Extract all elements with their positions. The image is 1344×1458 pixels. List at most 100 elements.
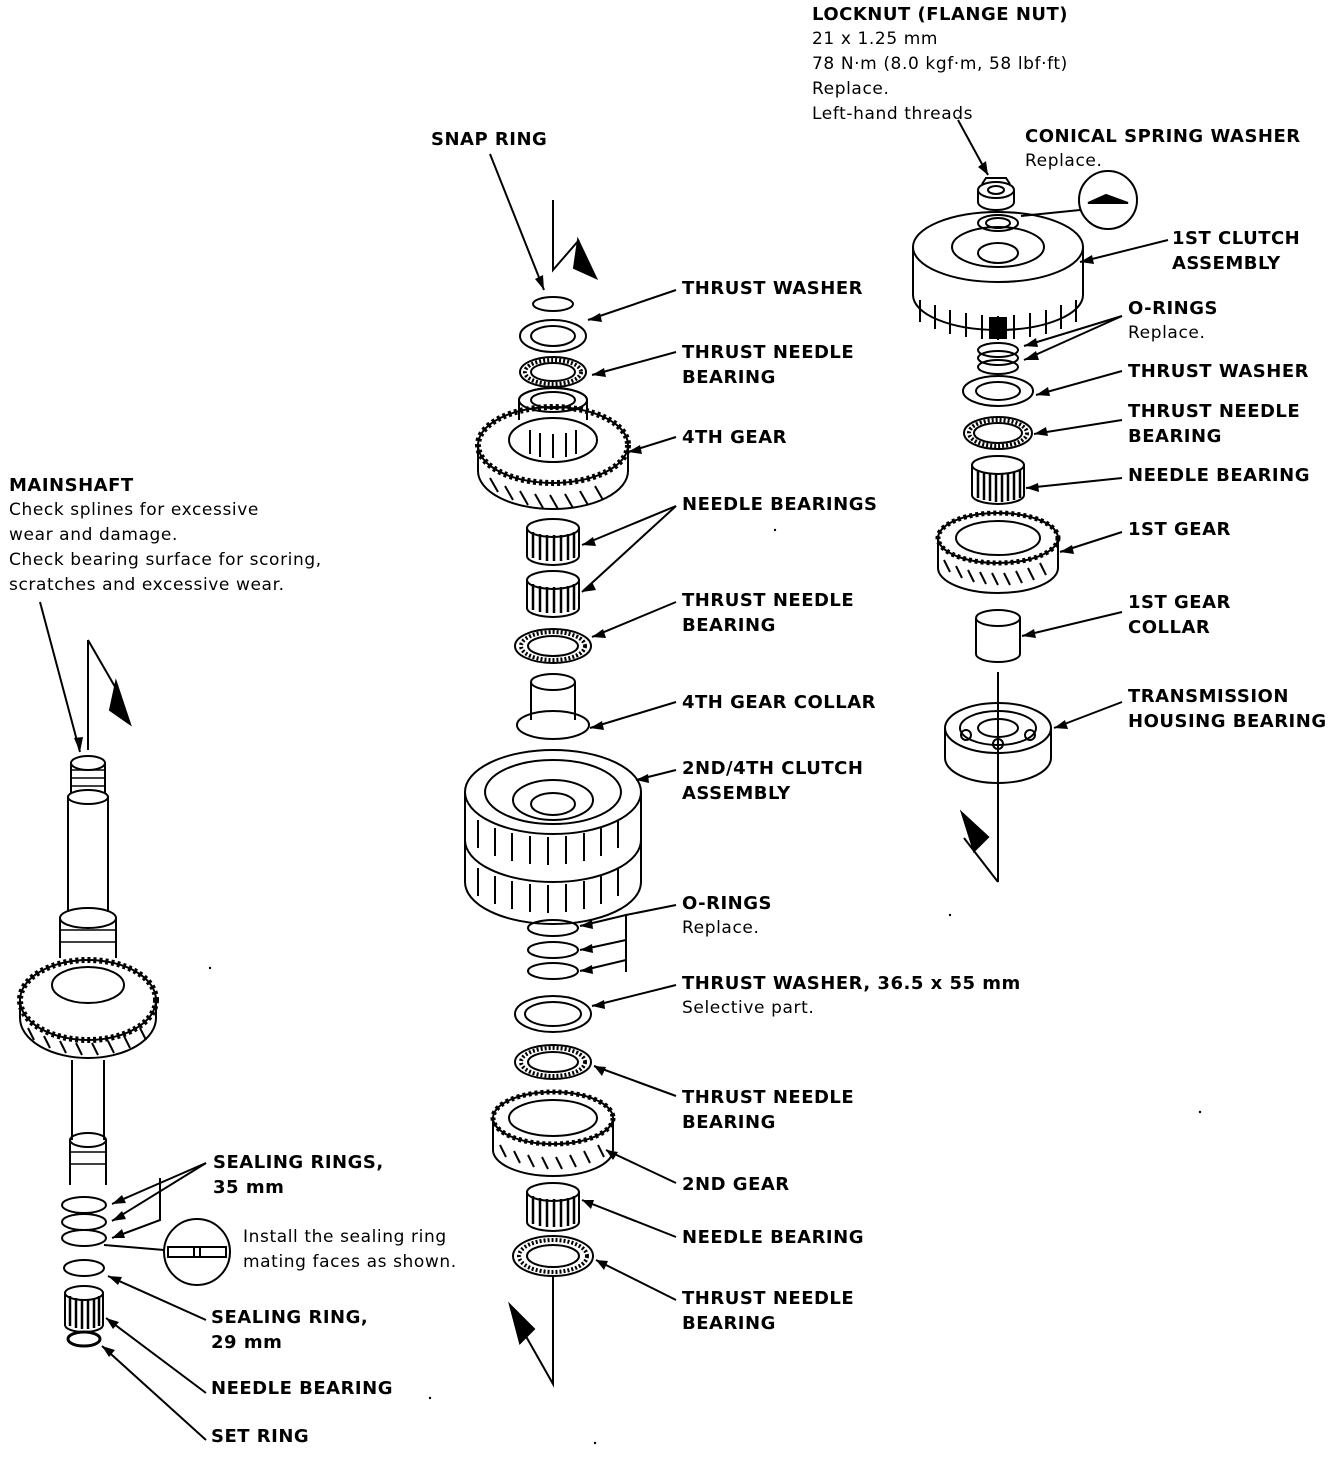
set-ring-title: SET RING: [211, 1426, 310, 1447]
needle-bearing-right-part: [971, 455, 1025, 505]
orings-mid-label: O-RINGS Replace.: [682, 891, 772, 941]
set-ring-label: SET RING: [211, 1424, 309, 1449]
tnb-right-label: THRUST NEEDLE BEARING: [1128, 399, 1300, 449]
conical-washer-part: [977, 170, 1138, 232]
mainshaft-title: MAINSHAFT: [9, 475, 134, 496]
tnb-mid1-part: [519, 356, 587, 388]
tnb-mid3-label: THRUST NEEDLE BEARING: [682, 1085, 854, 1135]
mainshaft-label: MAINSHAFT Check splines for excessive we…: [9, 473, 322, 598]
first-gear-collar-label: 1ST GEAR COLLAR: [1128, 590, 1231, 640]
first-gear-title: 1ST GEAR: [1128, 519, 1231, 540]
snap-ring-title: SNAP RING: [431, 129, 548, 150]
tnb-right-l1: THRUST NEEDLE: [1128, 401, 1301, 422]
second-gear-part: [490, 1089, 616, 1177]
locknut-title: LOCKNUT (FLANGE NUT): [812, 4, 1069, 25]
locknut-size: 21 x 1.25 mm: [812, 29, 939, 49]
first-gear-part: [935, 510, 1061, 594]
mainshaft-note-2: wear and damage.: [9, 525, 178, 545]
install-note-l1: Install the sealing ring: [243, 1227, 447, 1247]
needle-bearings-mid-part: [526, 518, 580, 618]
fourth-gear-title: 4TH GEAR: [682, 427, 787, 448]
clutch-24-l2: ASSEMBLY: [682, 783, 791, 804]
needle-bearing-mid-label: NEEDLE BEARING: [682, 1225, 864, 1250]
locknut-label: LOCKNUT (FLANGE NUT) 21 x 1.25 mm 78 N·m…: [812, 2, 1068, 127]
locknut-part: [977, 177, 1015, 211]
install-note-label: Install the sealing ring mating faces as…: [243, 1225, 457, 1275]
first-gear-label: 1ST GEAR: [1128, 517, 1231, 542]
housing-bearing-l1: TRANSMISSION: [1128, 686, 1289, 707]
thrust-washer-mid-label: THRUST WASHER: [682, 276, 863, 301]
sealing-rings-35-label: SEALING RINGS, 35 mm: [213, 1150, 384, 1200]
first-gear-collar-part: [975, 609, 1021, 663]
needle-bearing-right-label: NEEDLE BEARING: [1128, 463, 1310, 488]
second-gear-label: 2ND GEAR: [682, 1172, 790, 1197]
tnb-mid2-l2: BEARING: [682, 615, 776, 636]
thrust-washer-mid-part: [519, 319, 587, 353]
orings-right-title: O-RINGS: [1128, 298, 1218, 319]
thrust-washer-sel-label: THRUST WASHER, 36.5 x 55 mm Selective pa…: [682, 971, 1021, 1021]
tnb-mid3-part: [514, 1044, 592, 1080]
orings-right-part: [977, 342, 1019, 375]
sealing-ring-29-label: SEALING RING, 29 mm: [211, 1305, 368, 1355]
orings-right-label: O-RINGS Replace.: [1128, 296, 1218, 346]
arrowheads: [74, 161, 1094, 1357]
thrust-washer-right-label: THRUST WASHER: [1128, 359, 1309, 384]
middle-assembly: [464, 200, 642, 1388]
thrust-washer-right-part: [962, 375, 1034, 407]
clutch-24-label: 2ND/4TH CLUTCH ASSEMBLY: [682, 756, 863, 806]
fourth-gear-label: 4TH GEAR: [682, 425, 787, 450]
sealing-ring-29-l2: 29 mm: [211, 1332, 283, 1353]
tnb-mid4-l1: THRUST NEEDLE: [682, 1288, 855, 1309]
tnb-mid1-l2: BEARING: [682, 367, 776, 388]
clutch-24-part: [464, 749, 642, 925]
thrust-washer-sel-note: Selective part.: [682, 998, 815, 1018]
first-clutch-l1: 1ST CLUTCH: [1172, 228, 1301, 249]
locknut-replace: Replace.: [812, 79, 890, 99]
install-note-l2: mating faces as shown.: [243, 1252, 457, 1272]
fourth-gear-collar-part: [516, 673, 590, 740]
thrust-washer-sel-part: [514, 995, 592, 1033]
fourth-gear-part: [475, 387, 631, 510]
clutch-24-l1: 2ND/4TH CLUTCH: [682, 758, 864, 779]
tnb-mid4-l2: BEARING: [682, 1313, 776, 1334]
snap-ring-label: SNAP RING: [431, 127, 547, 152]
right-assembly: [912, 170, 1138, 883]
needle-bearing-left-title: NEEDLE BEARING: [211, 1378, 393, 1399]
tnb-mid4-part: [512, 1235, 594, 1277]
needle-bearings-mid-label: NEEDLE BEARINGS: [682, 492, 877, 517]
fourth-gear-collar-title: 4TH GEAR COLLAR: [682, 692, 877, 713]
first-gear-collar-l1: 1ST GEAR: [1128, 592, 1231, 613]
sealing-rings-35-l1: SEALING RINGS,: [213, 1152, 384, 1173]
thrust-washer-mid-title: THRUST WASHER: [682, 278, 863, 299]
orings-right-note: Replace.: [1128, 323, 1206, 343]
needle-bearing-mid-title: NEEDLE BEARING: [682, 1227, 864, 1248]
housing-bearing-label: TRANSMISSION HOUSING BEARING: [1128, 684, 1327, 734]
mainshaft-note-3: Check bearing surface for scoring,: [9, 550, 322, 570]
tnb-mid3-l1: THRUST NEEDLE: [682, 1087, 855, 1108]
first-clutch-l2: ASSEMBLY: [1172, 253, 1281, 274]
needle-bearing-mid-part: [526, 1182, 580, 1232]
conical-washer-label: CONICAL SPRING WASHER Replace.: [1025, 124, 1301, 174]
orings-mid-part: [527, 919, 579, 980]
tnb-mid1-label: THRUST NEEDLE BEARING: [682, 340, 854, 390]
needle-bearings-mid-title: NEEDLE BEARINGS: [682, 494, 878, 515]
orings-mid-note: Replace.: [682, 918, 760, 938]
mainshaft-note-4: scratches and excessive wear.: [9, 575, 285, 595]
tnb-right-l2: BEARING: [1128, 426, 1222, 447]
housing-bearing-l2: HOUSING BEARING: [1128, 711, 1327, 732]
first-gear-collar-l2: COLLAR: [1128, 617, 1211, 638]
mainshaft-note-1: Check splines for excessive: [9, 500, 259, 520]
locknut-torque: 78 N·m (8.0 kgf·m, 58 lbf·ft): [812, 54, 1068, 74]
thrust-washer-sel-title: THRUST WASHER, 36.5 x 55 mm: [682, 973, 1021, 994]
tnb-mid1-l1: THRUST NEEDLE: [682, 342, 855, 363]
needle-bearing-right-title: NEEDLE BEARING: [1128, 465, 1310, 486]
tnb-mid2-label: THRUST NEEDLE BEARING: [682, 588, 854, 638]
sealing-ring-29-l1: SEALING RING,: [211, 1307, 369, 1328]
second-gear-title: 2ND GEAR: [682, 1174, 790, 1195]
locknut-thread-note: Left-hand threads: [812, 104, 974, 124]
conical-washer-title: CONICAL SPRING WASHER: [1025, 126, 1301, 147]
tnb-mid2-part: [514, 628, 592, 664]
tnb-mid3-l2: BEARING: [682, 1112, 776, 1133]
fourth-gear-collar-label: 4TH GEAR COLLAR: [682, 690, 876, 715]
